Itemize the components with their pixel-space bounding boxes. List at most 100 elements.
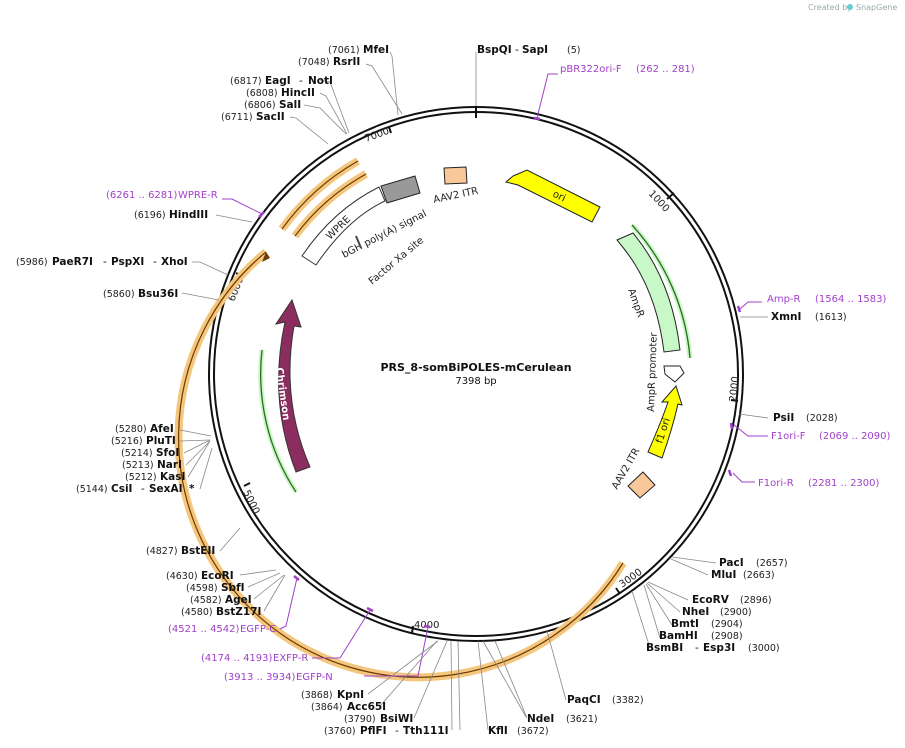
primer-f1ori-r-name: F1ori-R [758,478,794,489]
site-hindiii-name: HindIII [169,209,208,221]
site-paqci-name: PaqCI [567,694,601,706]
site-sexai-star: * [189,483,195,495]
site-nhei-pos: (2900) [720,607,752,618]
site-bsiwi-pos: (3790) [344,714,376,725]
site-dash-2: - [299,75,303,87]
site-hincii-pos: (6808) [246,88,278,99]
site-acc65i-name: Acc65I [347,701,386,713]
site-ecorv-name: EcoRV [692,594,730,606]
primer-amp-r-name: Amp-R [767,294,801,305]
site-paqci-pos: (3382) [612,695,644,706]
tick-5000: 5000 [240,488,261,516]
ori-label: ori [551,189,568,205]
credit-brand: SnapGene [856,3,897,12]
site-sfoi-pos: (5214) [121,448,153,459]
plasmid-name: PRS_8-somBiPOLES-mCerulean [380,361,571,374]
site-xmni-pos: (1613) [815,312,847,323]
factor-xa-mark [355,235,362,249]
primer-amp-r-range: (1564 .. 1583) [815,294,887,305]
site-tth111i-name: Tth111I [403,725,448,737]
site-paer7i-name: PaeR7I [52,256,93,268]
gene-band-arrow-icon [262,252,270,262]
aav2-itr-right-feature [627,471,656,499]
site-paer7i-pos: (5986) [16,257,48,268]
site-dash-6: - [395,725,399,737]
site-ecori-name: EcoRI [201,570,234,582]
site-dash-4: - [153,256,157,268]
site-bsmbi-name: BsmBI [646,642,683,654]
site-kfli-pos: (3672) [517,726,549,737]
primer-leaders [222,73,768,677]
site-kpni-pos: (3868) [301,690,333,701]
site-csii-name: CsiI [111,483,132,495]
site-hindiii-pos: (6196) [134,210,166,221]
site-csii-pos: (5144) [76,484,108,495]
ampr-label: AmpR [625,287,646,319]
primer-f1ori-f-range: (2069 .. 2090) [819,431,891,442]
gene-band-top-2-line [294,173,367,237]
aav2-itr-top-label: AAV2 ITR [432,186,479,206]
credit-prefix: Created by [808,3,852,12]
primer-wpre-r-range: (6261 .. 6281) [106,190,178,201]
gene-band-top-1-line [281,160,359,230]
primer-f1ori-f-name: F1ori-F [771,431,806,442]
site-nari-name: NarI [157,459,182,471]
site-bspqi-pos: (5) [567,45,580,56]
site-pflfi-name: PflFI [360,725,387,737]
site-eagi-name: EagI [265,75,291,87]
site-agei-pos: (4582) [190,595,222,606]
tick-1000: 1000 [646,189,671,215]
site-sacii-pos: (6711) [221,112,253,123]
site-mfei-pos: (7061) [328,45,360,56]
site-pluti-name: PluTI [146,435,176,447]
tick-2000: 2000 [728,376,742,402]
site-dash-3: - [103,256,107,268]
site-bspqi-name: BspQI [477,44,512,56]
site-bstz17i-name: BstZ17I [216,606,261,618]
site-bmti-pos: (2904) [711,619,743,630]
site-hincii-name: HincII [281,87,315,99]
site-bsu36i-pos: (5860) [103,289,135,300]
primer-egfp-c-range: (4521 .. 4542) [168,624,240,635]
primer-egfp-c-name: EGFP-C [240,624,276,635]
site-afei-name: AfeI [150,423,174,435]
site-bamhi-pos: (2908) [711,631,743,642]
aav2-itr-top-feature [443,166,468,185]
primer-egfp-n-name: EGFP-N [296,672,333,683]
site-bsiwi-name: BsiWI [380,713,413,725]
site-esp3i-name: Esp3I [703,642,735,654]
site-noti-name: NotI [308,75,333,87]
wpre-feature [301,186,386,266]
site-bamhi-name: BamHI [659,630,698,642]
chrimson-feature [274,298,311,473]
site-pspxi-name: PspXI [111,256,144,268]
site-rsrii-pos: (7048) [298,57,330,68]
site-sali-pos: (6806) [244,100,276,111]
gene-band-left-line [178,251,624,678]
site-nhei-name: NheI [682,606,709,618]
site-bsu36i-name: Bsu36I [138,288,178,300]
site-kasi-name: KasI [160,471,185,483]
site-leaders [179,51,769,731]
site-mlui-pos: (2663) [743,570,775,581]
site-sfoi-name: SfoI [156,447,179,459]
site-sali-name: SalI [279,99,301,111]
site-xmni-name: XmnI [771,311,801,323]
site-eagi-pos: (6817) [230,76,262,87]
site-dash-5: - [141,483,145,495]
site-sacii-name: SacII [256,111,285,123]
plasmid-length: 7398 bp [455,376,496,387]
primer-wpre-r-name: WPRE-R [178,190,218,201]
green-arc-left-line [260,349,297,493]
site-ecorv-pos: (2896) [740,595,772,606]
primer-exfp-r-name: EXFP-R [273,653,308,664]
site-paci-pos: (2657) [756,558,788,569]
green-arc-right-line [631,224,691,359]
site-dash-7: - [695,642,699,654]
site-paci-name: PacI [719,557,744,569]
site-dash-1: - [515,44,519,56]
tick-7000: 7000 [363,126,391,145]
site-nari-pos: (5213) [122,460,154,471]
site-bmti-name: BmtI [671,618,699,630]
